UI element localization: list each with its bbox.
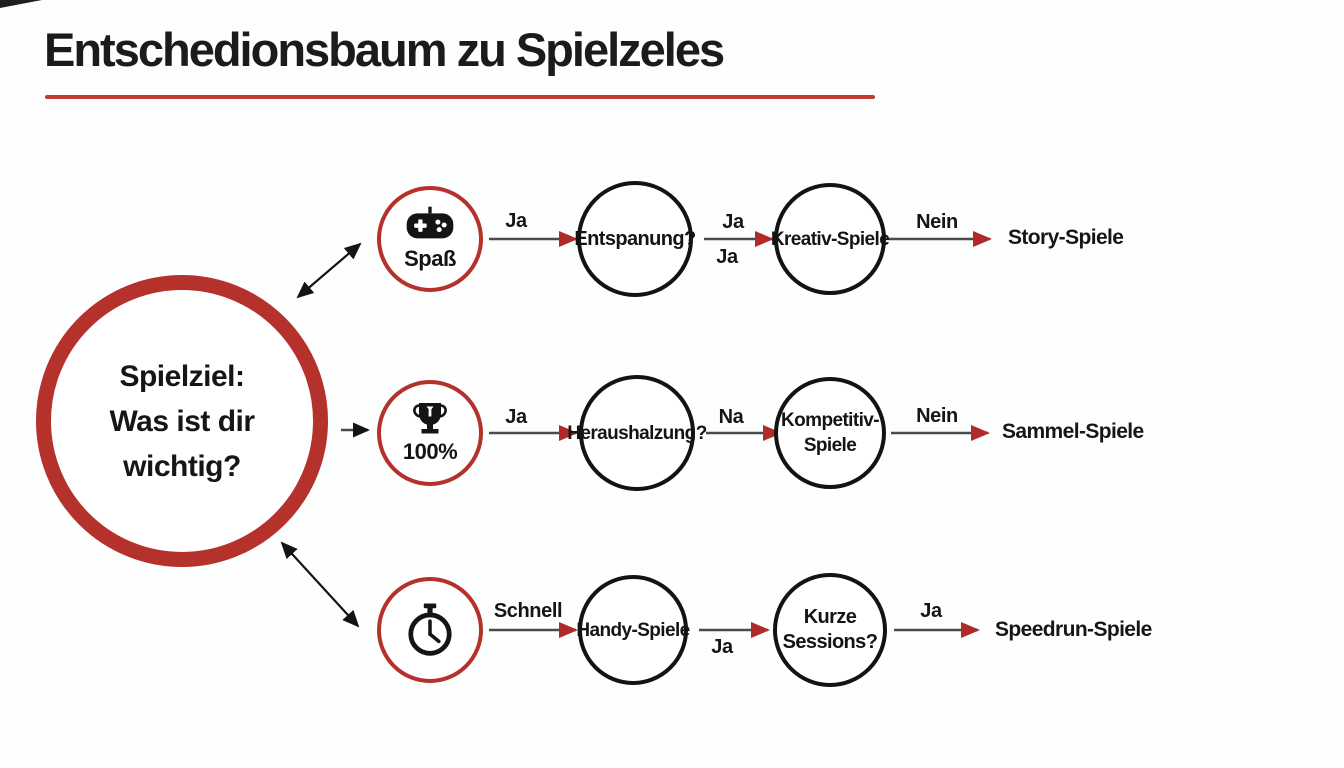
edge-label-fun-ja2-top: Ja (722, 211, 744, 233)
root-line-2: Was ist dir (109, 404, 255, 438)
node-heraushalzung-label: Heraushalzung? (567, 422, 707, 444)
node-spass: Spaß (377, 186, 483, 292)
result-sammel-spiele: Sammel-Spiele (1002, 420, 1144, 443)
node-kreativ-spiele: Kreativ-Spiele (770, 183, 890, 295)
node-entspanung-label: Entspanung? (574, 227, 696, 250)
node-kompetitiv-line-1: Kompetitiv- (781, 410, 880, 431)
edge-label-completion-na: Na (718, 406, 744, 428)
node-stopwatch (377, 577, 483, 683)
node-kurze-sessions-line-2: Sessions? (782, 631, 878, 653)
edge-label-time-ja-bottom: Ja (711, 636, 733, 658)
trophy-icon (413, 403, 447, 434)
node-kompetitiv-line-2: Spiele (803, 435, 857, 456)
edge-label-fun-ja2-bottom: Ja (716, 246, 738, 268)
node-heraushalzung: Heraushalzung? (567, 375, 707, 491)
root-to-fun-arrow (296, 242, 362, 299)
result-speedrun-spiele: Speedrun-Spiele (995, 618, 1152, 641)
root-node-spielziel: Spielziel: Was ist dir wichtig? (36, 275, 328, 567)
node-100-prozent-label: 100% (402, 439, 458, 464)
root-line-1: Spielziel: (119, 359, 245, 393)
node-100-prozent: 100% (377, 380, 483, 486)
gamepad-icon (406, 206, 454, 239)
root-to-time-arrow (280, 541, 360, 628)
node-kurze-sessions-line-1: Kurze (803, 606, 857, 628)
edge-label-completion-nein: Nein (916, 405, 958, 427)
result-story-spiele: Story-Spiele (1008, 226, 1124, 249)
edge-label-fun-ja1: Ja (505, 210, 527, 232)
node-kurze-sessions: Kurze Sessions? (773, 573, 887, 687)
node-kreativ-spiele-label: Kreativ-Spiele (770, 228, 890, 250)
node-handy-spiele: Handy-Spiele (576, 575, 690, 685)
page-title: Entschedionsbaum zu Spielzeles (44, 23, 725, 76)
node-handy-spiele-label: Handy-Spiele (576, 619, 690, 641)
edge-label-time-ja: Ja (920, 600, 942, 622)
node-spass-label: Spaß (404, 246, 456, 271)
stopwatch-icon (408, 603, 452, 656)
node-kompetitiv-spiele: Kompetitiv- Spiele (774, 377, 886, 489)
edge-label-fun-nein: Nein (916, 211, 958, 233)
edge-label-completion-ja: Ja (505, 406, 527, 428)
title-underline (45, 95, 875, 99)
root-line-3: wichtig? (123, 449, 241, 483)
node-entspanung: Entspanung? (574, 181, 696, 297)
corner-artifact (0, 0, 42, 8)
edge-label-time-schnell: Schnell (493, 600, 563, 622)
